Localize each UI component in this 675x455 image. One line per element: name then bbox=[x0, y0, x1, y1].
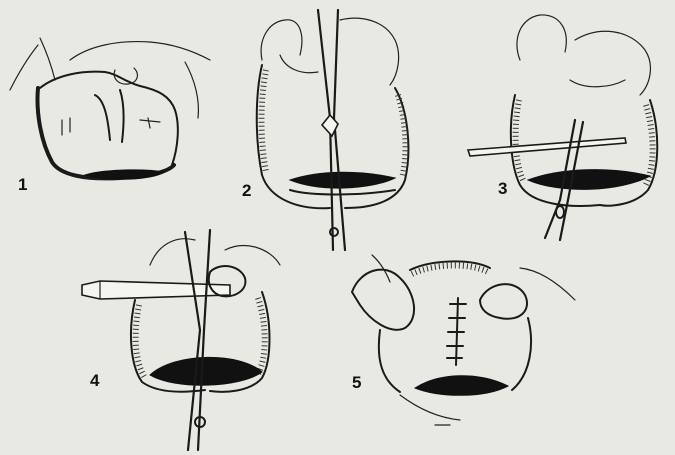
panel-2-drawing bbox=[257, 10, 409, 250]
step-2-label: 2 bbox=[242, 182, 251, 199]
panel-3-drawing bbox=[468, 15, 657, 240]
panel-5-drawing bbox=[352, 255, 575, 425]
step-3-label: 3 bbox=[498, 180, 507, 197]
step-4-label: 4 bbox=[90, 372, 99, 389]
step-5-label: 5 bbox=[352, 374, 361, 391]
panel-1-drawing bbox=[10, 38, 210, 179]
panel-4-drawing bbox=[82, 230, 280, 450]
step-1-label: 1 bbox=[18, 176, 27, 193]
